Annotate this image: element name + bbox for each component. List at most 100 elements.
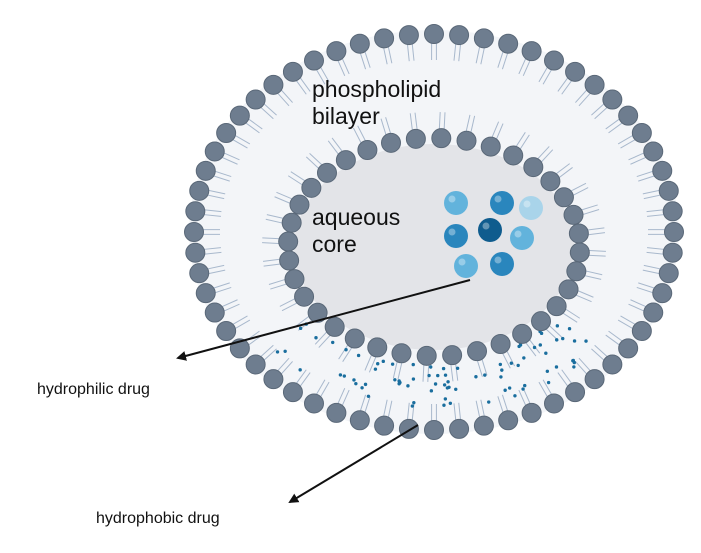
inner-lipid-head <box>442 345 463 366</box>
hydrophobic-drug-dot <box>571 358 576 363</box>
hydrophobic-drug-dot <box>360 386 364 390</box>
outer-lipid-head <box>189 180 210 201</box>
hydrophobic-drug-dot <box>352 378 356 382</box>
hydrophobic-drug-dot <box>429 365 433 369</box>
inner-lipid-head <box>391 343 412 364</box>
inner-lipid-head <box>480 136 501 157</box>
hydrophobic-drug-dot <box>427 373 431 378</box>
outer-lipid-head <box>544 393 564 414</box>
hydrophobic-drug-dot <box>522 356 526 360</box>
pointer-arrows <box>176 279 471 504</box>
hydrophobic-drug-dot <box>429 389 434 393</box>
hydrophobic-drug-dot <box>532 345 537 350</box>
inner-lipid-head <box>553 187 574 208</box>
outer-lipid-head <box>424 420 444 440</box>
hydrophobic-drug-dot <box>283 349 287 353</box>
outer-lipid-head <box>618 105 639 126</box>
outer-lipid-head <box>498 33 519 54</box>
inner-lipid-head <box>279 250 300 271</box>
outer-lipid-head <box>374 415 395 436</box>
outer-lipid-head <box>245 89 266 110</box>
hydrophilic-drug-molecule <box>454 254 478 278</box>
hydrophobic-drug-dot <box>446 380 450 384</box>
outer-lipid-head <box>304 393 324 414</box>
outer-lipid-head <box>652 283 673 304</box>
hydrophilic-drug-molecule <box>519 196 543 220</box>
inner-lipid-head <box>566 261 587 282</box>
hydrophobic-drug-dot <box>483 373 487 377</box>
molecule-highlight <box>494 256 502 264</box>
outer-lipid-head <box>326 41 347 62</box>
outer-lipid-head <box>643 302 664 323</box>
hydrophobic-drug-dot <box>572 339 577 343</box>
hydrophobic-drug-dot <box>455 366 460 370</box>
outer-lipid-head <box>473 415 494 436</box>
outer-lipid-head <box>204 141 225 162</box>
hydrophobic-drug-dot <box>554 365 559 369</box>
outer-lipid-head <box>565 382 586 403</box>
outer-lipid-head <box>658 180 679 201</box>
outer-lipid-head <box>521 402 542 423</box>
hydrophobic-drug-dot <box>412 400 416 405</box>
outer-lipid-head <box>631 123 652 143</box>
hydrophobic-drug-dot <box>554 338 559 342</box>
inner-lipid-head <box>324 316 345 337</box>
hydrophobic-drug-dot <box>521 387 525 391</box>
hydrophobic-drug-dot <box>397 382 401 386</box>
hydrophilic-drug-molecule <box>490 191 514 215</box>
molecule-highlight <box>494 195 502 203</box>
outer-lipid-head <box>521 41 542 62</box>
outer-lipid-head <box>282 61 303 82</box>
hydrophobic-drug-dot <box>331 340 335 345</box>
inner-lipid-head <box>281 212 302 233</box>
outer-lipid-head <box>449 418 470 439</box>
outer-lipid-head <box>664 222 684 242</box>
hydrophobic-drug-dot <box>410 404 415 408</box>
hydrophobic-drug-dot <box>344 348 348 352</box>
outer-lipid-head <box>195 160 216 181</box>
inner-lipid-head <box>289 194 310 215</box>
outer-leaflet-heads <box>184 24 684 440</box>
molecule-highlight <box>448 195 456 203</box>
outer-lipid-head <box>185 201 206 222</box>
hydrophobic-drug-dot <box>555 324 560 328</box>
outer-lipid-head <box>662 242 683 263</box>
outer-lipid-head <box>498 410 519 431</box>
inner-lipid-head <box>294 286 315 307</box>
molecule-highlight <box>458 258 466 266</box>
inner-lipid-head <box>416 345 437 366</box>
hydrophilic-drug-molecule <box>478 218 502 242</box>
hydrophilic-drug-molecule <box>444 224 468 248</box>
hydrophobic-drug-dot <box>393 378 397 382</box>
outer-lipid-head <box>565 61 586 82</box>
inner-lipid-head <box>335 150 356 171</box>
inner-lipid-head <box>357 139 378 160</box>
inner-lipid-head <box>405 128 426 149</box>
bilayer-label-line2: bilayer <box>312 103 380 129</box>
bilayer-label-line1: phospholipid <box>312 76 442 102</box>
inner-lipid-head <box>467 341 488 362</box>
outer-lipid-head <box>544 50 564 71</box>
hydrophobic-drug-dot <box>523 383 527 388</box>
inner-lipid-head <box>490 334 511 355</box>
outer-lipid-head <box>473 28 494 49</box>
hydrophobic-drug-dot <box>373 367 378 371</box>
outer-lipid-head <box>643 141 664 162</box>
hydrophobic-drug-dot <box>436 373 440 378</box>
outer-lipid-head <box>602 354 623 375</box>
outer-lipid-head <box>349 410 370 431</box>
hydrophobic-drug-dot <box>314 336 318 340</box>
hydrophobic-drug-dot <box>487 400 491 404</box>
outer-lipid-head <box>449 25 470 46</box>
hydrophobic-arrow <box>288 424 419 504</box>
outer-lipid-head <box>184 222 204 242</box>
core-label-line1: aqueous <box>312 204 401 230</box>
hydrophobic-drug-dot <box>544 351 548 355</box>
hydrophobic-drug-dot <box>406 384 410 388</box>
outer-lipid-head <box>618 338 639 359</box>
hydrophilic-drug-molecule <box>444 191 468 215</box>
hydrophobic-drug-dot <box>474 375 478 379</box>
outer-lipid-head <box>263 74 284 95</box>
